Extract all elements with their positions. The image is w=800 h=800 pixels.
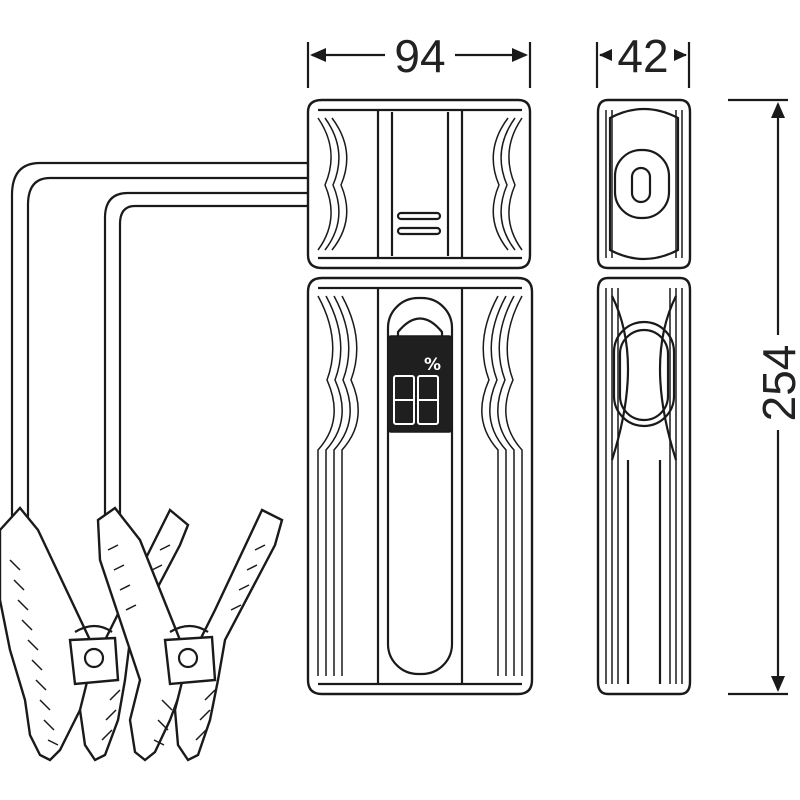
side-view — [596, 98, 692, 696]
battery-display — [387, 335, 453, 433]
height-dimension-label: 254 — [753, 345, 800, 422]
cables — [10, 161, 312, 520]
percent-symbol: % — [424, 355, 441, 375]
dimension-height: 254 — [728, 98, 800, 696]
digit-display — [393, 375, 439, 425]
depth-dimension-label: 42 — [617, 30, 668, 82]
side-port-icon — [630, 166, 652, 204]
dimension-width: 94 — [306, 30, 532, 88]
front-view: % — [306, 98, 534, 696]
right-clamp — [96, 506, 284, 762]
width-dimension-label: 94 — [394, 30, 445, 82]
left-clamp — [0, 506, 190, 762]
dimension-depth: 42 — [595, 30, 691, 88]
